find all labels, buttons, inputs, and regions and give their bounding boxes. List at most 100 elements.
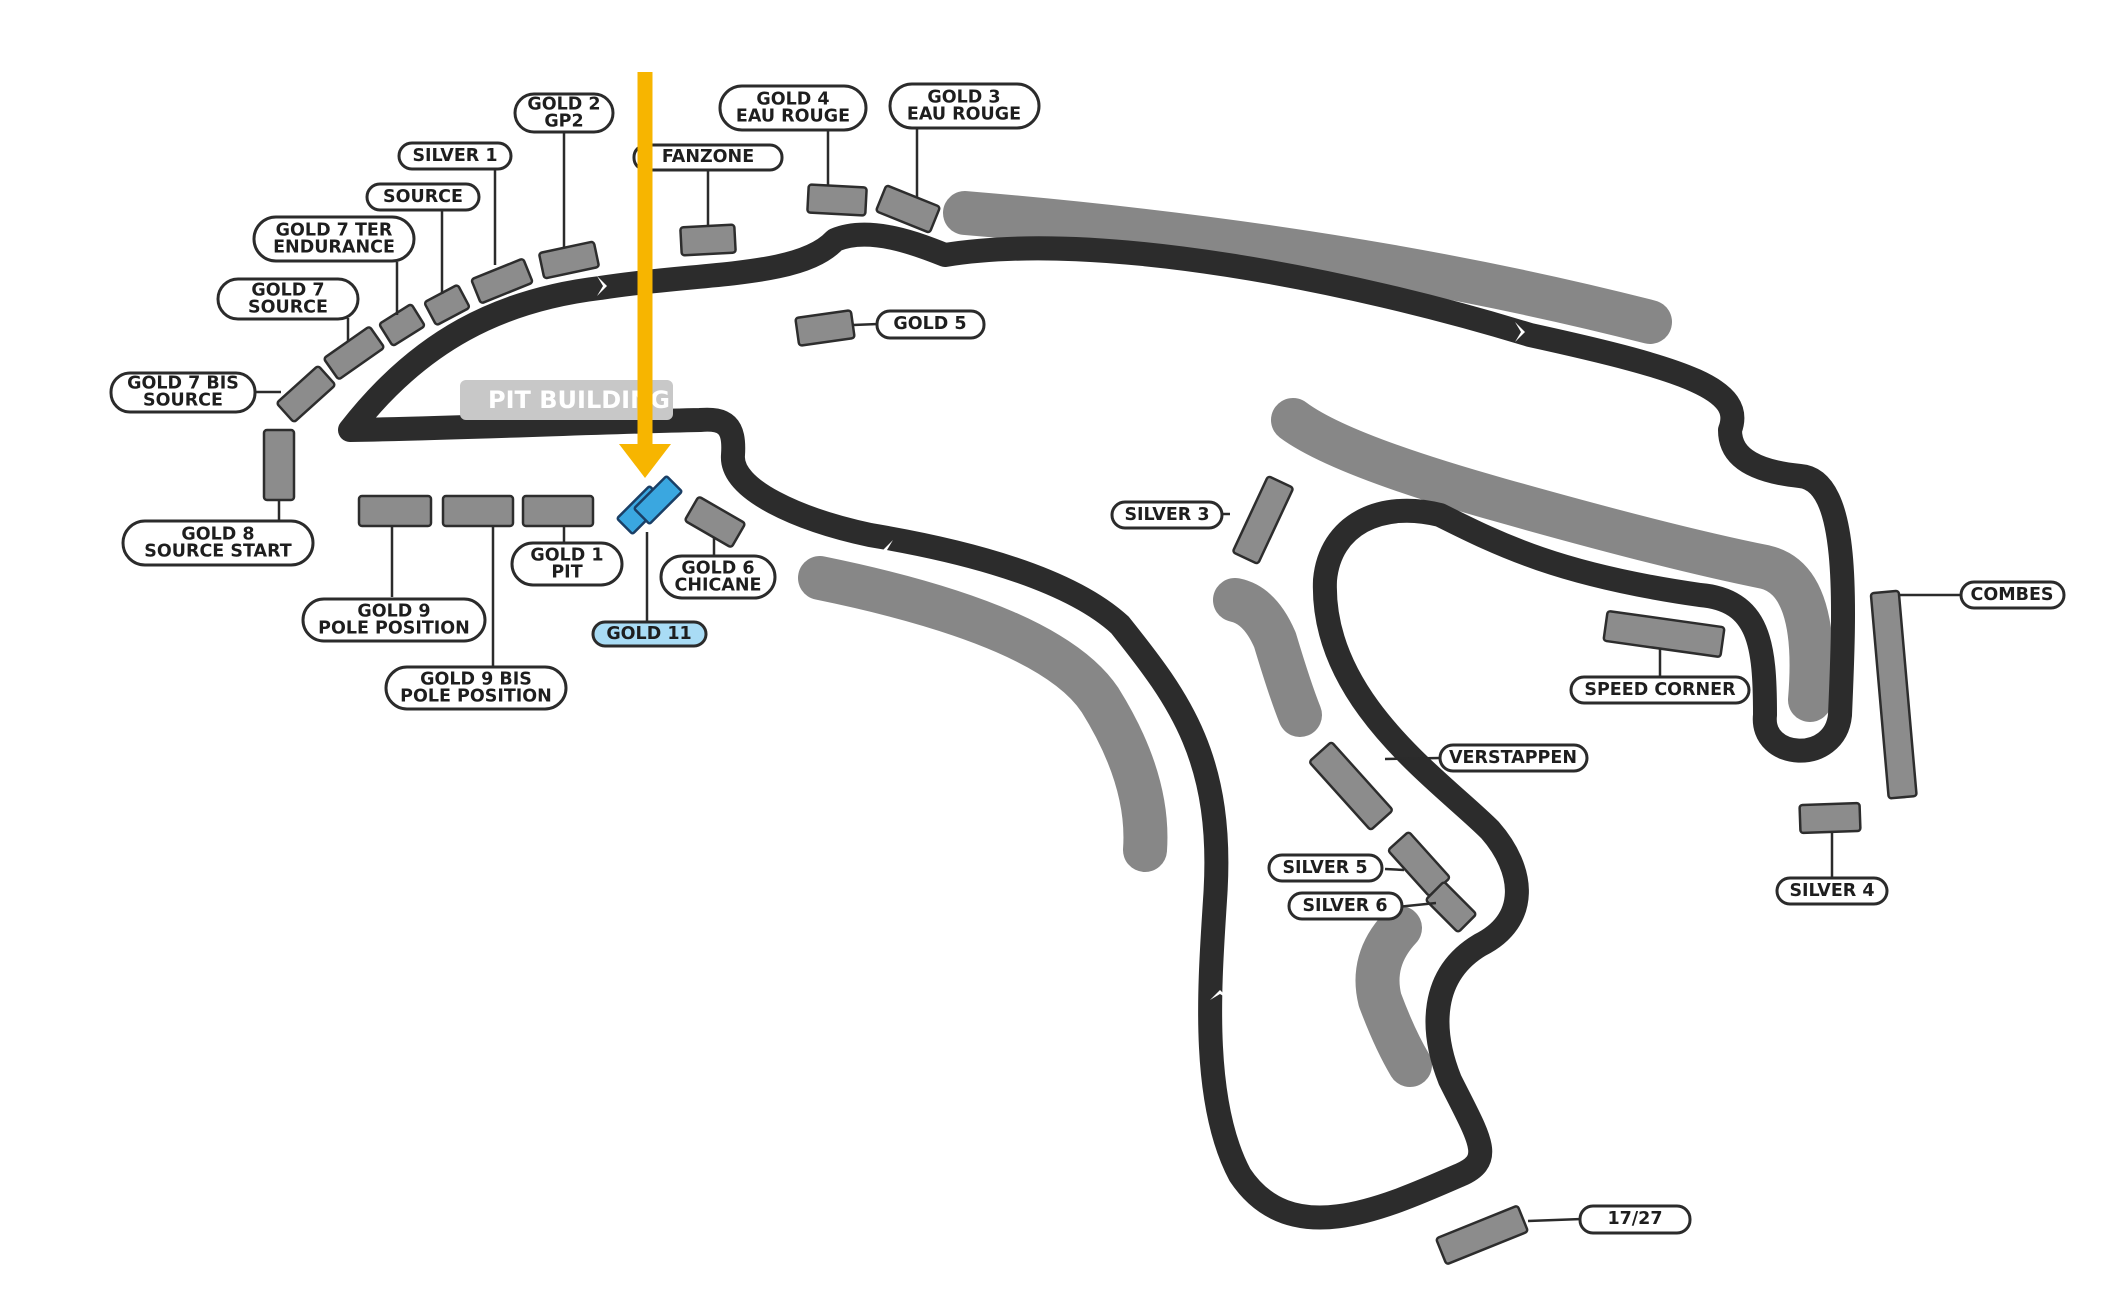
stand-speedcorner[interactable] [1602, 610, 1726, 658]
label-line: CHICANE [675, 576, 762, 596]
stand-gold7[interactable] [323, 326, 385, 380]
label-silver3[interactable]: SILVER 3 [1124, 505, 1209, 525]
label-line: SILVER 1 [412, 146, 497, 166]
stand-gold4[interactable] [806, 183, 868, 217]
direction-chevron [883, 540, 893, 560]
label-speedcorner[interactable]: SPEED CORNER [1584, 680, 1736, 700]
label-line: GOLD 9 BIS [420, 670, 532, 690]
stand-gold8[interactable] [262, 428, 296, 502]
label-line: SILVER 4 [1789, 881, 1874, 901]
runoff-raidillon [798, 556, 1168, 872]
race-track [338, 222, 1856, 1230]
stand-gold6[interactable] [684, 496, 746, 548]
label-line: SOURCE START [144, 542, 291, 562]
label-line: GOLD 8 [181, 525, 254, 545]
label-line: SILVER 5 [1282, 858, 1367, 878]
location-arrow [619, 72, 671, 478]
stand-fanzone[interactable] [679, 223, 737, 257]
stand-gold1[interactable] [521, 494, 595, 528]
runoff-combes [1271, 398, 1834, 722]
label-fanzone[interactable]: FANZONE [662, 147, 754, 167]
track-outline [338, 222, 1856, 1230]
label-line: GOLD 5 [893, 314, 966, 334]
label-silver6[interactable]: SILVER 6 [1302, 896, 1387, 916]
label-gold11[interactable]: GOLD 11 [606, 624, 691, 644]
label-1727[interactable]: 17/27 [1607, 1209, 1662, 1229]
stand-silver4[interactable] [1798, 801, 1862, 835]
label-line: GOLD 4 [756, 90, 829, 110]
label-line: GOLD 9 [357, 602, 430, 622]
label-line: ENDURANCE [273, 238, 395, 258]
gold11-label-box [591, 620, 708, 648]
arrow-head [619, 444, 671, 478]
label-line: GOLD 11 [606, 624, 691, 644]
label-line: GOLD 2 [527, 95, 600, 115]
direction-markers [597, 276, 1525, 1000]
stand-gold9bis[interactable] [441, 494, 515, 528]
label-line: SILVER 3 [1124, 505, 1209, 525]
stand-gold3[interactable] [875, 184, 941, 234]
label-line: PIT [551, 563, 582, 583]
label-line: EAU ROUGE [907, 105, 1021, 125]
label-line: POLE POSITION [318, 619, 470, 639]
stand-gold7bis[interactable] [276, 365, 336, 423]
stand-gold7ter[interactable] [378, 303, 426, 347]
stand-gold2[interactable] [538, 240, 600, 280]
label-line: GOLD 1 [530, 546, 603, 566]
label-line: GOLD 6 [681, 559, 754, 579]
label-combes[interactable]: COMBES [1970, 585, 2053, 605]
label-silver4[interactable]: SILVER 4 [1789, 881, 1874, 901]
label-line: GOLD 7 TER [276, 221, 393, 241]
label-line: VERSTAPPEN [1449, 748, 1577, 768]
label-silver5[interactable]: SILVER 5 [1282, 858, 1367, 878]
label-line: GOLD 7 [251, 281, 324, 301]
direction-chevron [1210, 990, 1230, 1000]
label-line: SOURCE [143, 391, 223, 411]
runoff-stavelot [1355, 906, 1432, 1087]
runoff-kemmel [943, 191, 1672, 344]
leader-lines [256, 128, 1962, 1223]
stand-silver6[interactable] [1425, 881, 1477, 933]
label-line: GOLD 3 [927, 88, 1000, 108]
label-silver1[interactable]: SILVER 1 [412, 146, 497, 166]
label-line: 17/27 [1607, 1209, 1662, 1229]
label-line: GOLD 7 BIS [127, 374, 239, 394]
runoff-areas [798, 191, 1834, 1087]
label-line: GP2 [544, 112, 583, 132]
stand-silver1[interactable] [470, 258, 534, 304]
stand-gold11-b[interactable] [633, 475, 683, 525]
direction-chevron [1432, 800, 1446, 818]
label-line: COMBES [1970, 585, 2053, 605]
stand-1727[interactable] [1435, 1205, 1529, 1265]
stand-verstappen[interactable] [1309, 741, 1393, 831]
label-line: SOURCE [383, 187, 463, 207]
label-verstappen[interactable]: VERSTAPPEN [1449, 748, 1577, 768]
runoff-bruxelles [1213, 578, 1322, 737]
stand-gold9[interactable] [357, 494, 433, 528]
label-source[interactable]: SOURCE [383, 187, 463, 207]
label-line: SPEED CORNER [1584, 680, 1736, 700]
label-boxes [109, 82, 2066, 1235]
stand-silver3[interactable] [1232, 475, 1294, 565]
stand-gold5[interactable] [794, 309, 856, 347]
grandstands[interactable] [262, 183, 1918, 1265]
direction-chevron [597, 276, 607, 296]
label-line: SOURCE [248, 298, 328, 318]
label-gold5[interactable]: GOLD 5 [893, 314, 966, 334]
label-line: SILVER 6 [1302, 896, 1387, 916]
stand-combes[interactable] [1869, 589, 1918, 800]
label-line: EAU ROUGE [736, 107, 850, 127]
